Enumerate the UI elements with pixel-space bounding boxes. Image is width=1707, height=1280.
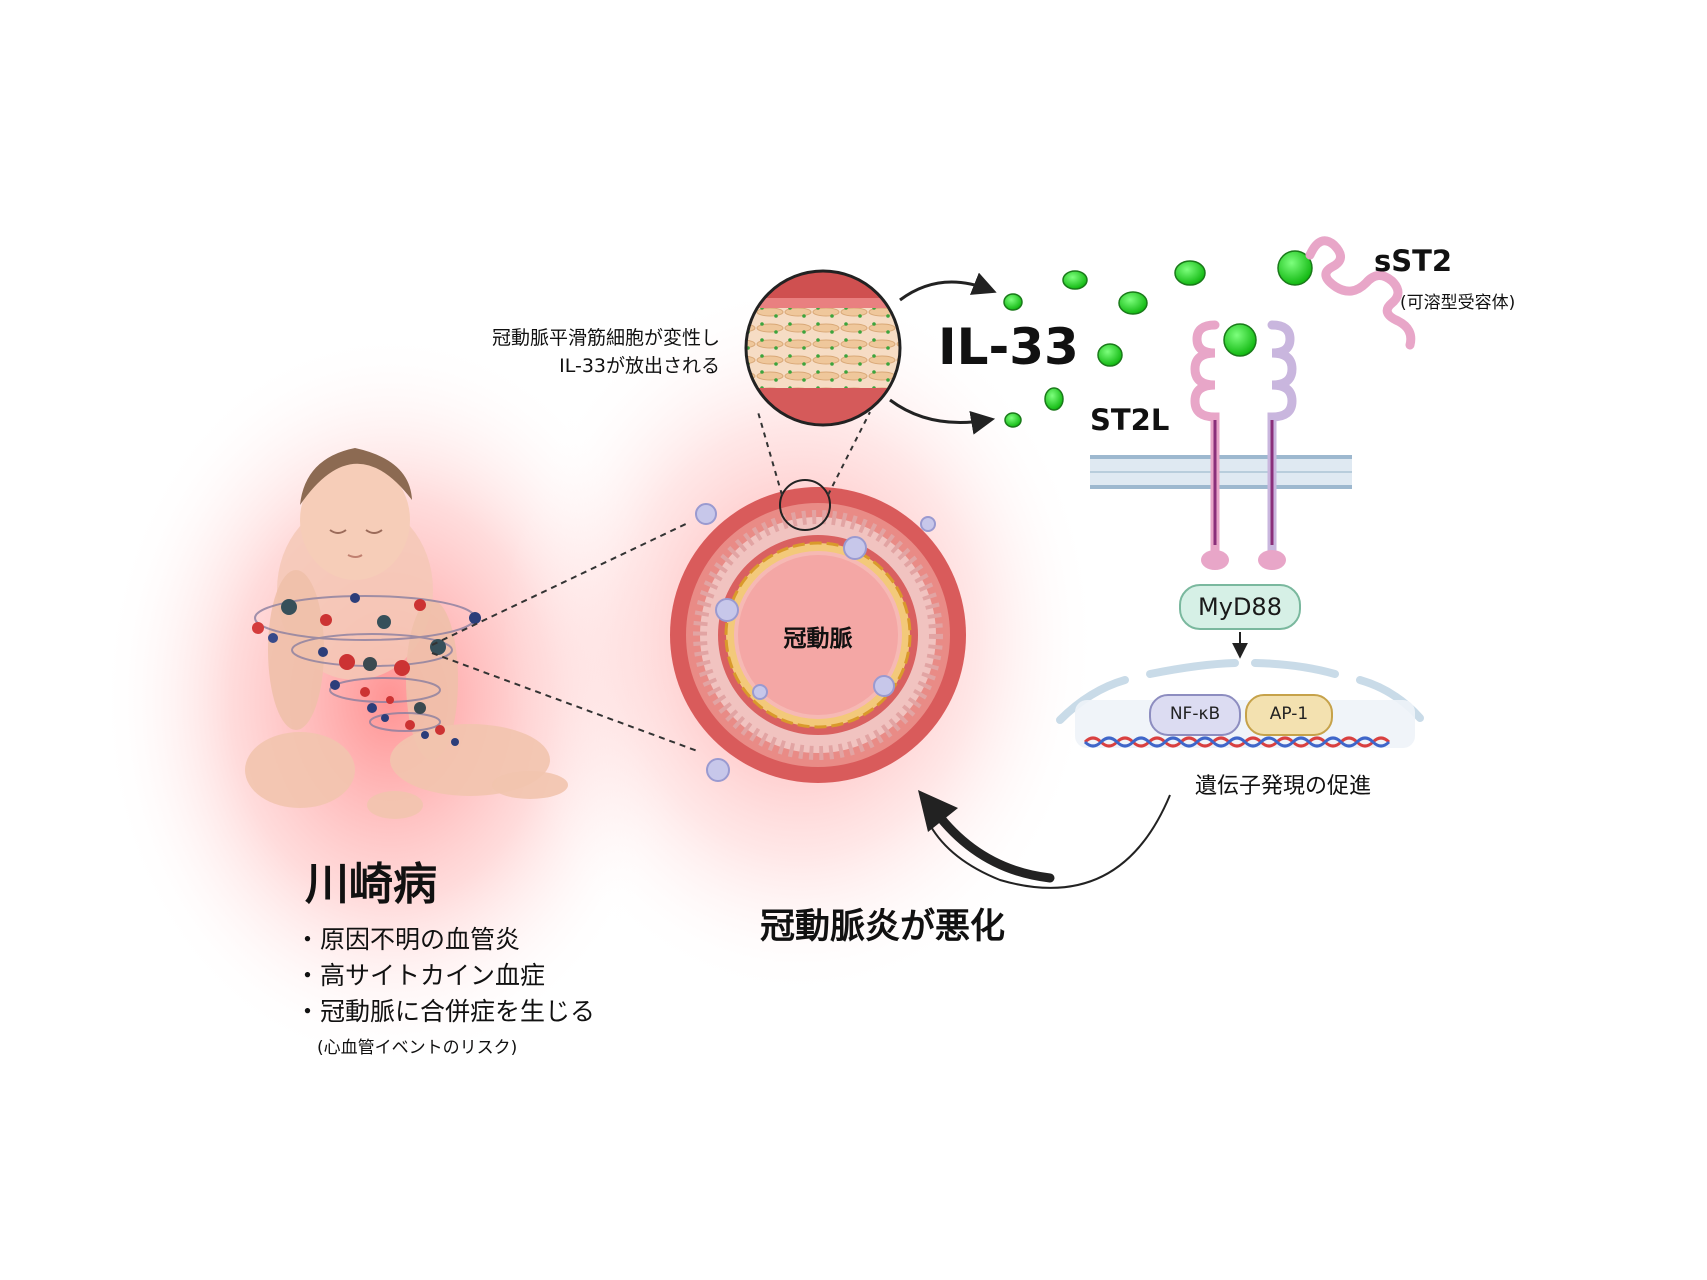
coronary-arteritis-worsening-label: 冠動脈炎が悪化 [760, 907, 1006, 947]
list-item: ・原因不明の血管炎 [295, 925, 521, 954]
feedback-curve [929, 794, 1171, 889]
coronary-artery-label: 冠動脈 [783, 626, 853, 652]
smooth-muscle-caption-line1: 冠動脈平滑筋細胞が変性し [491, 327, 720, 349]
smooth-muscle-inset [744, 269, 902, 427]
artery-zoom-region [779, 479, 831, 531]
list-item: ・高サイトカイン血症 [295, 961, 546, 990]
nfkb-label: NF-κB [1169, 704, 1221, 724]
immune-cells [695, 503, 936, 782]
zoom-line-bottom [431, 652, 701, 753]
infant-illustration [245, 448, 568, 819]
il33-label: IL-33 [938, 318, 1079, 376]
st2l-label: ST2L [1090, 403, 1170, 437]
sst2-label: sST2 [1374, 244, 1453, 278]
cell-membrane [1090, 455, 1352, 489]
ap1-box [1245, 694, 1333, 736]
smooth-muscle-caption-line2: IL-33が放出される [559, 355, 720, 377]
feedback-arrow-head [918, 790, 958, 832]
list-item: ・冠動脈に合併症を生じる [295, 997, 596, 1026]
st2l-receptor [1190, 320, 1297, 570]
il33-particles [1003, 250, 1313, 428]
zoom-line-top [431, 521, 691, 646]
inset-connector-left [757, 411, 783, 496]
myd88-label: MyD88 [1198, 593, 1282, 621]
sst2-receptor-shape [1305, 236, 1416, 350]
myd88-box [1179, 584, 1301, 630]
feedback-arrow [931, 807, 1055, 883]
nfkb-box [1149, 694, 1241, 736]
smooth-muscle-caption: 冠動脈平滑筋細胞が変性し IL-33が放出される [400, 324, 720, 380]
il33-release-arrow-bottom [889, 398, 996, 435]
kawasaki-disease-title: 川崎病 [305, 859, 437, 910]
ap1-label: AP-1 [1269, 704, 1309, 724]
nucleus-envelope [1056, 659, 1424, 724]
gene-expression-label: 遺伝子発現の促進 [1195, 774, 1372, 799]
il33-release-arrow-top [899, 272, 997, 302]
dna-strand [1083, 736, 1391, 748]
coronary-artery-cross-section [670, 487, 966, 783]
sst2-sublabel: (可溶型受容体) [1400, 293, 1516, 313]
kawasaki-feature-list: ・原因不明の血管炎 ・高サイトカイン血症 ・冠動脈に合併症を生じる (心血管イベ… [295, 922, 595, 1066]
risk-note: (心血管イベントのリスク) [317, 1038, 518, 1058]
